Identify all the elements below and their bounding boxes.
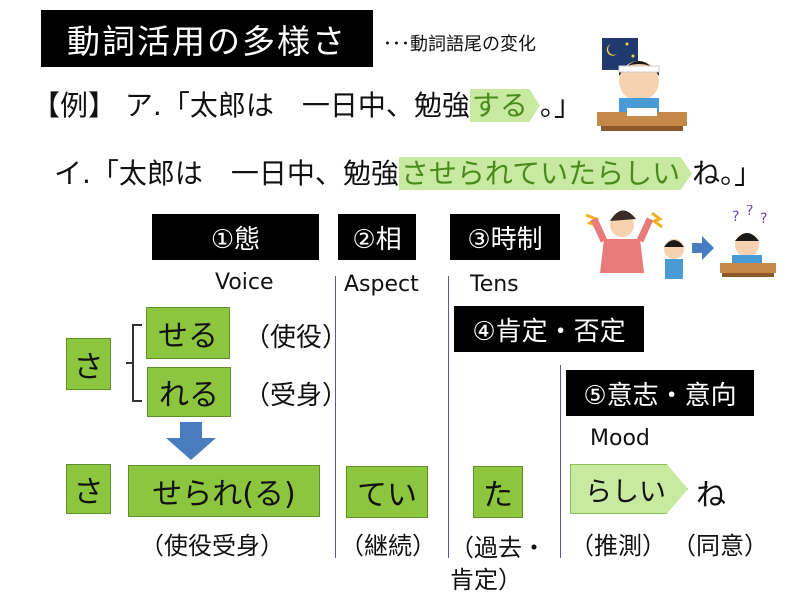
- result-aspect-box: てい: [346, 466, 428, 518]
- highlight-suru: する: [469, 89, 540, 122]
- label-aspect: Aspect: [344, 272, 419, 297]
- page-title: 動詞活用の多様さ: [41, 10, 373, 67]
- highlight-saserareteitarashii: させられていたらしい: [398, 157, 693, 190]
- label-tense: Tens: [470, 272, 519, 297]
- result-mood-note: （推測）: [570, 532, 666, 560]
- result-particle: ね: [696, 478, 726, 513]
- category-tense: ③時制: [450, 214, 560, 260]
- label-mood: Mood: [590, 426, 650, 451]
- example-line-a: 【例】 ア.「太郎は 一日中、勉強する。」: [32, 89, 582, 122]
- causative-box: せる: [146, 307, 230, 359]
- svg-text:?: ?: [746, 205, 753, 219]
- result-voice-box: せられ(る): [128, 465, 320, 517]
- subtitle: ･･･動詞語尾の変化: [383, 34, 536, 55]
- divider-voice-aspect: [335, 276, 336, 558]
- result-voice-note: （使役受身）: [140, 532, 284, 560]
- studying-boy-illustration: [597, 36, 687, 134]
- label-voice: Voice: [215, 270, 274, 295]
- stem-sa-box: さ: [66, 338, 111, 390]
- result-aspect-note: （継続）: [340, 532, 436, 560]
- divider-tense-mood: [560, 365, 561, 558]
- result-mood-pentagon: らしい: [570, 464, 688, 514]
- causative-note: （使役）: [244, 323, 349, 353]
- mother-scolding-illustration: ? ? ?: [582, 203, 792, 285]
- passive-note: （受身）: [244, 381, 349, 411]
- svg-text:?: ?: [760, 211, 767, 227]
- result-tense-box: た: [473, 466, 523, 518]
- category-mood: ⑤意志・意向: [566, 370, 754, 416]
- title-text: 動詞活用の多様さ: [67, 21, 347, 61]
- passive-box: れる: [147, 367, 231, 417]
- example-line-b: イ.「太郎は 一日中、勉強させられていたらしいね。」: [54, 157, 763, 190]
- result-stem-box: さ: [66, 464, 111, 514]
- result-particle-note: （同意）: [672, 532, 768, 560]
- down-arrow-icon: [166, 422, 218, 464]
- divider-aspect-tense: [448, 276, 449, 558]
- example-label: 【例】: [32, 89, 117, 122]
- bracket-tick: [126, 362, 133, 364]
- bracket: [132, 324, 142, 402]
- svg-text:?: ?: [732, 209, 739, 225]
- category-aspect: ②相: [338, 214, 416, 260]
- category-affirmation-negation: ④肯定・否定: [454, 306, 644, 352]
- result-tense-note-2: 肯定）: [450, 566, 522, 594]
- result-tense-note-1: （過去・: [450, 534, 546, 562]
- category-voice: ①態: [152, 214, 319, 260]
